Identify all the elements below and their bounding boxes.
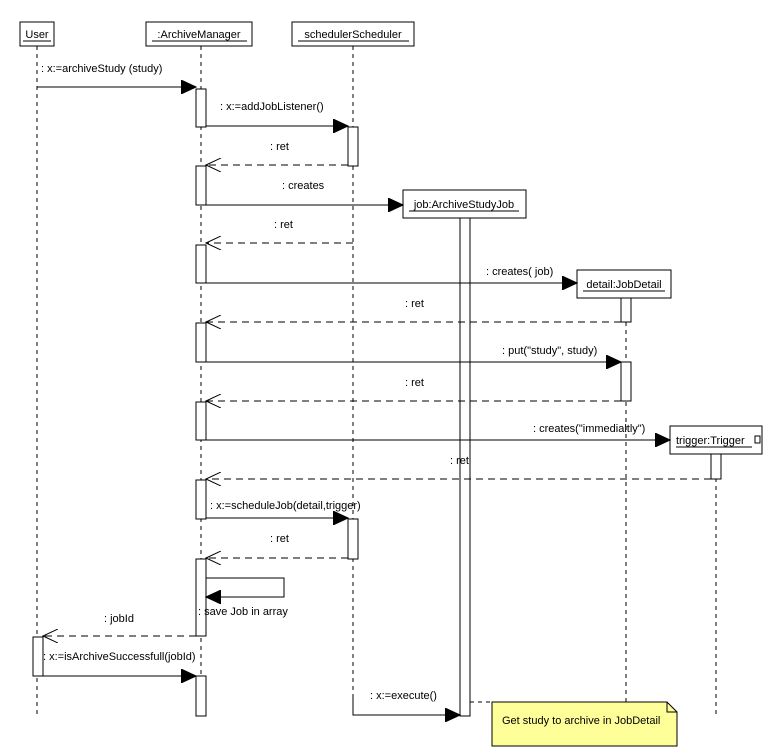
label-ret-3: : ret xyxy=(405,298,424,310)
object-detail: detail:JobDetail xyxy=(576,269,672,299)
activation-job xyxy=(459,217,471,717)
object-scheduler: schedulerScheduler xyxy=(291,21,415,47)
note-text: Get study to archive in JobDetail xyxy=(502,715,660,727)
object-archive-manager: :ArchiveManager xyxy=(145,21,253,47)
label-put-study: : put("study", study) xyxy=(502,345,597,357)
object-user: User xyxy=(19,21,55,47)
activation-manager-1 xyxy=(195,88,207,128)
object-archive-manager-label: :ArchiveManager xyxy=(157,29,240,41)
activation-manager-8 xyxy=(195,675,207,717)
activation-manager-7 xyxy=(195,558,207,637)
label-ret-1: : ret xyxy=(270,141,289,153)
object-trigger-label: trigger:Trigger xyxy=(676,435,745,447)
activation-scheduler-2 xyxy=(347,518,359,560)
object-job-label: job:ArchiveStudyJob xyxy=(413,199,514,211)
activation-manager-2 xyxy=(195,165,207,206)
label-ret-5: : ret xyxy=(450,455,469,467)
arrow-execute xyxy=(352,696,460,715)
label-ret-6: : ret xyxy=(270,533,289,545)
activation-manager-3 xyxy=(195,244,207,284)
label-job-id: : jobId xyxy=(104,613,134,625)
activation-detail-2 xyxy=(620,361,632,402)
activation-manager-5 xyxy=(195,401,207,441)
trigger-glyph-icon xyxy=(754,435,761,444)
activation-manager-4 xyxy=(195,322,207,363)
object-scheduler-label: schedulerScheduler xyxy=(304,29,402,41)
label-creates-trigger: : creates("immedialtly") xyxy=(533,423,645,435)
object-detail-label: detail:JobDetail xyxy=(586,279,661,291)
label-ret-2: : ret xyxy=(274,219,293,231)
label-creates-detail: : creates( job) xyxy=(486,266,553,278)
label-creates-job: : creates xyxy=(282,180,325,192)
label-ret-4: : ret xyxy=(405,377,424,389)
label-add-job-listener: : x:=addJobListener() xyxy=(220,101,324,113)
activation-detail-1 xyxy=(620,297,632,323)
activation-manager-6 xyxy=(195,479,207,520)
object-job: job:ArchiveStudyJob xyxy=(402,189,527,219)
label-archive-study: : x:=archiveStudy (study) xyxy=(41,63,162,75)
label-is-archive-successful: : x:=isArchiveSuccessfull(jobId) xyxy=(43,651,196,663)
activation-scheduler-1 xyxy=(347,126,359,167)
label-save-job: : save Job in array xyxy=(198,606,288,618)
object-trigger: trigger:Trigger xyxy=(669,425,763,455)
label-schedule-job: : x:=scheduleJob(detail,trigger) xyxy=(210,500,361,512)
arrow-save-job xyxy=(206,577,285,597)
label-execute: : x:=execute() xyxy=(370,690,437,702)
object-user-label: User xyxy=(25,29,49,41)
note: Get study to archive in JobDetail xyxy=(491,701,678,747)
activation-trigger xyxy=(710,453,722,480)
activation-user xyxy=(32,636,44,677)
